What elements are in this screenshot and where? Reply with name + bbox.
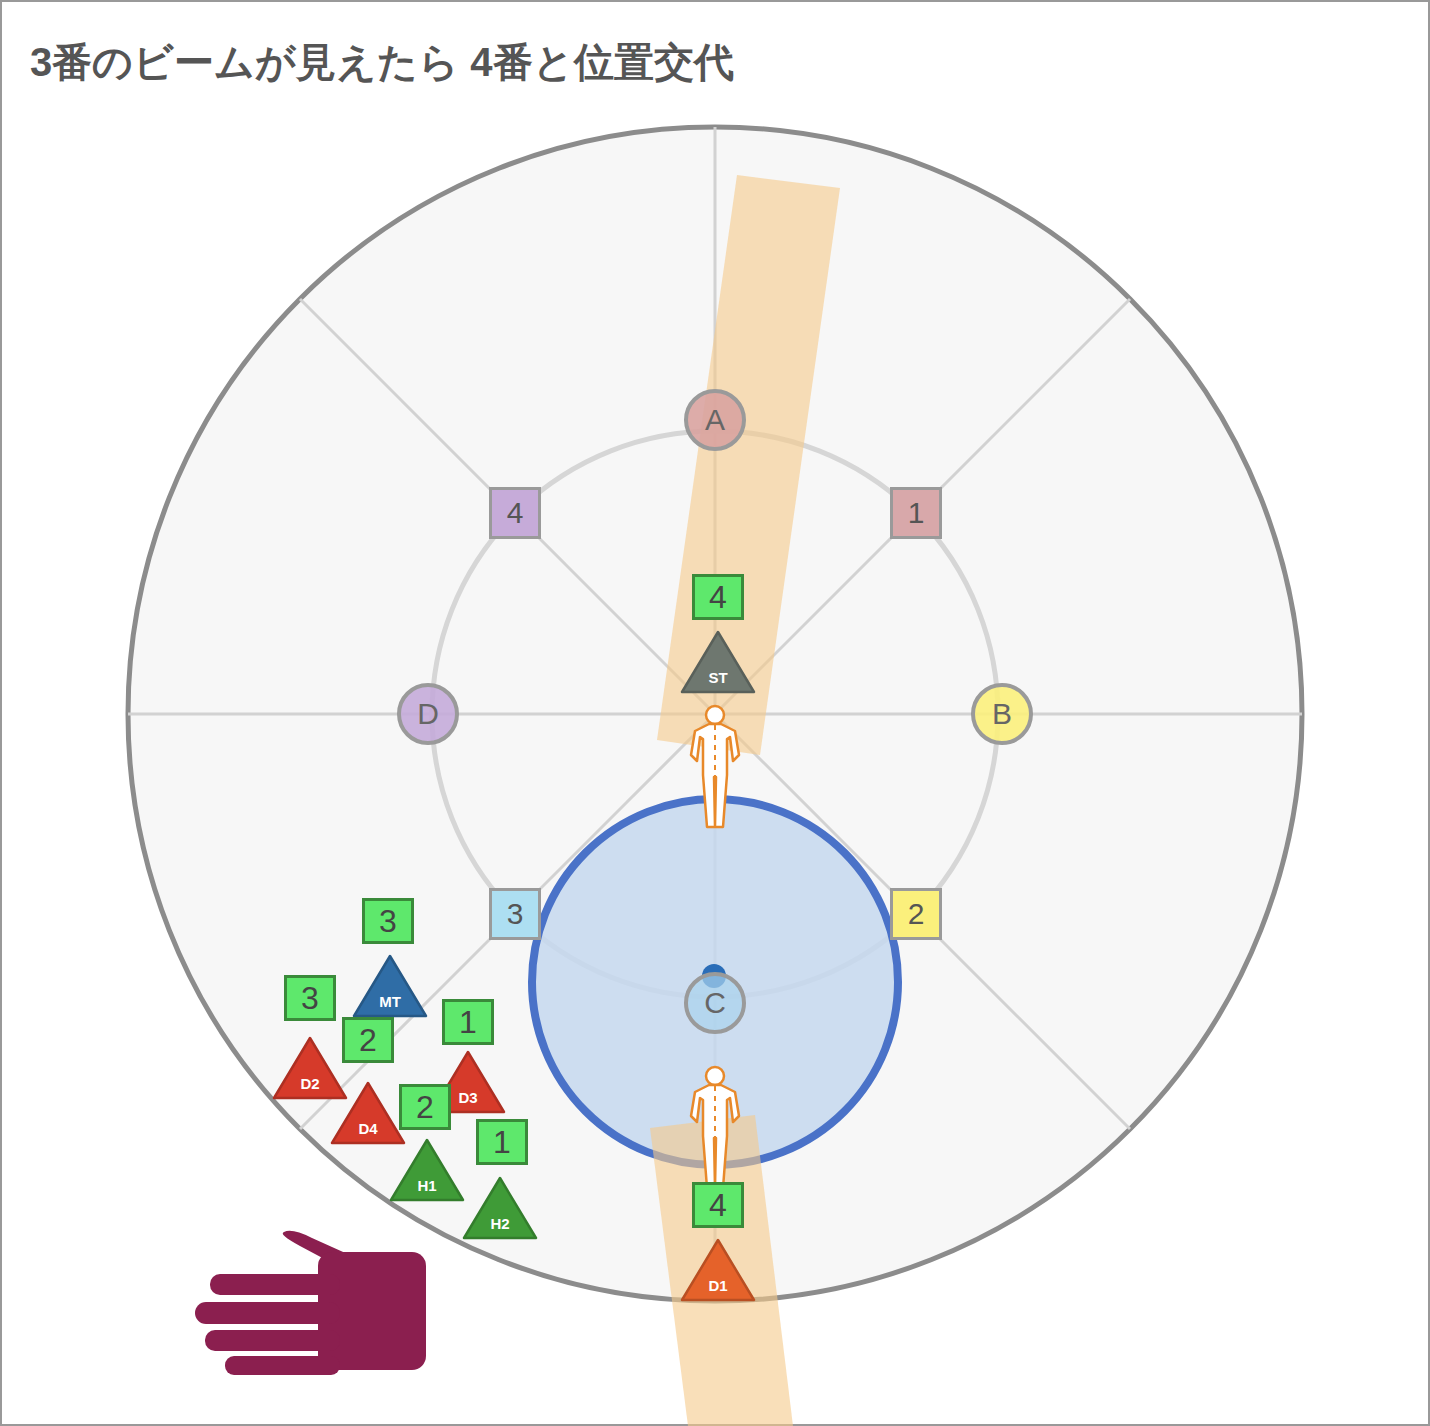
beam-source-figure (691, 1067, 739, 1188)
marker-shape (464, 1178, 536, 1238)
waymark-shape (892, 890, 941, 939)
node-label: B (992, 699, 1012, 729)
number-shape (444, 1001, 493, 1044)
waymark-circle: A (684, 389, 746, 451)
beam-source-figure (691, 706, 739, 827)
marker-shape (274, 1038, 346, 1098)
number-shape (401, 1086, 450, 1129)
waymark-circle: D (397, 683, 459, 745)
marker-shape (354, 956, 426, 1016)
node-label: D1 (708, 1278, 727, 1293)
marker-shape (391, 1140, 463, 1200)
number-shape (286, 977, 335, 1020)
node-label: 2 (359, 1024, 377, 1056)
order-number: 1 (442, 999, 494, 1045)
waymark-shape (686, 974, 744, 1032)
waymark-shape (491, 890, 540, 939)
node-label: C (704, 988, 726, 1018)
player-marker: D2 (272, 1036, 348, 1100)
waymark-circle: B (971, 683, 1033, 745)
node-label: 3 (301, 982, 319, 1014)
waymark-shape (973, 685, 1031, 743)
node-label: 3 (507, 899, 524, 929)
number-shape (694, 1184, 743, 1227)
order-number: 2 (399, 1084, 451, 1130)
waymark-square: 3 (489, 888, 541, 940)
node-label: 4 (507, 498, 524, 528)
diagram-title: 3番のビームが見えたら 4番と位置交代 (30, 38, 734, 86)
number-shape (344, 1019, 393, 1062)
node-label: 1 (493, 1126, 511, 1158)
player-marker: D1 (680, 1238, 756, 1302)
node-label: A (705, 405, 725, 435)
order-number: 4 (692, 574, 744, 620)
waymark-square: 2 (890, 888, 942, 940)
marker-shape (682, 632, 754, 692)
node-label: MT (379, 994, 401, 1009)
node-label: H1 (417, 1178, 436, 1193)
node-label: 4 (709, 1189, 727, 1221)
node-label: ST (708, 670, 727, 685)
order-number: 1 (476, 1119, 528, 1165)
waymark-square: 1 (890, 487, 942, 539)
hand-icon (195, 1231, 426, 1375)
player-marker: H1 (389, 1138, 465, 1202)
waymark-shape (892, 489, 941, 538)
order-number: 3 (362, 898, 414, 944)
order-number: 2 (342, 1017, 394, 1063)
node-label: 2 (908, 899, 925, 929)
waymark-square: 4 (489, 487, 541, 539)
marker-shape (682, 1240, 754, 1300)
waymark-circle: C (684, 972, 746, 1034)
node-label: 1 (908, 498, 925, 528)
node-label: H2 (490, 1216, 509, 1231)
marker-shape (332, 1083, 404, 1143)
waymark-shape (399, 685, 457, 743)
node-label: D3 (458, 1090, 477, 1105)
node-label: 2 (416, 1091, 434, 1123)
beam (657, 175, 840, 755)
node-label: 3 (379, 905, 397, 937)
arena-spokes (128, 127, 1302, 1301)
number-shape (364, 900, 413, 943)
node-label: D2 (300, 1076, 319, 1091)
arena-floor (128, 127, 1302, 1301)
player-marker: ST (680, 630, 756, 694)
player-marker: D4 (330, 1081, 406, 1145)
node-label: 4 (709, 581, 727, 613)
number-shape (478, 1121, 527, 1164)
order-number: 3 (284, 975, 336, 1021)
node-label: D4 (358, 1121, 377, 1136)
waymark-shape (686, 391, 744, 449)
player-marker: MT (352, 954, 428, 1018)
order-number: 4 (692, 1182, 744, 1228)
player-marker: H2 (462, 1176, 538, 1240)
waymark-shape (491, 489, 540, 538)
node-label: 1 (459, 1006, 477, 1038)
number-shape (694, 576, 743, 619)
node-label: D (417, 699, 439, 729)
